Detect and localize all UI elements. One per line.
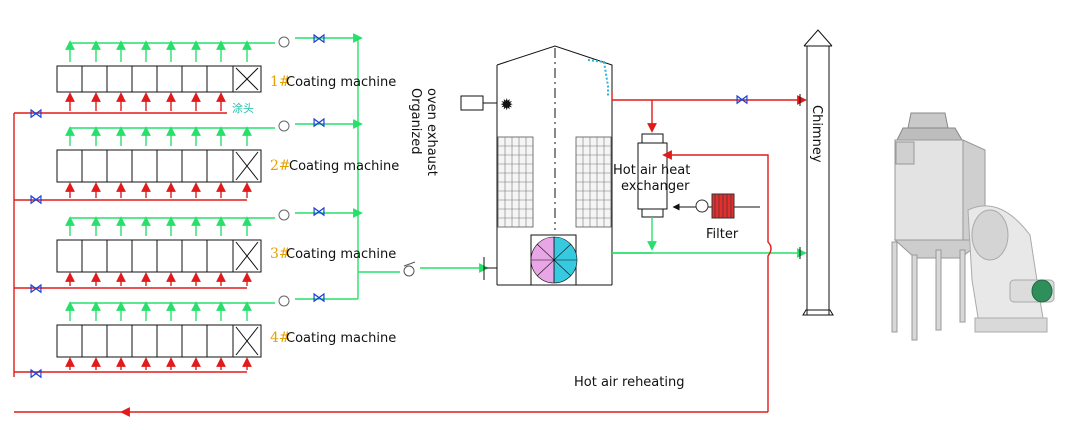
coating-machine-1: ⋈ 1# Coating machine 涂头 [56, 31, 396, 115]
fan-icon [278, 120, 290, 132]
valve-icon: ⋈ [735, 92, 749, 108]
machine-number: 3# [270, 246, 291, 262]
valve-icon: ⋈ [312, 204, 326, 220]
flame-icon: ✹ [500, 95, 513, 114]
ceramic-media [497, 136, 612, 228]
heat-exchanger-label: exchanger [621, 179, 690, 194]
fan-icon [278, 36, 290, 48]
machine-label: Coating machine [286, 331, 396, 346]
valve-icon: ⋈ [312, 290, 326, 306]
fan-icon [278, 209, 290, 221]
valve-icon: ⋈ [312, 115, 326, 131]
reheating-label: Hot air reheating [574, 375, 684, 390]
rotary-valve-wheel [530, 234, 578, 286]
machine-number: 4# [270, 330, 291, 346]
valve-icon: ⋈ [29, 192, 43, 208]
valve-icon: ⋈ [29, 366, 43, 382]
chimney: Chimney [799, 29, 834, 316]
chimney-label: Chimney [809, 105, 824, 163]
motor-icon [1031, 279, 1053, 303]
svg-text:Organized: Organized [408, 88, 423, 155]
burner-icon [460, 95, 484, 111]
coating-machine-4: ⋈ 4# Coating machine [56, 290, 396, 373]
fan-icon [695, 199, 709, 213]
valve-icon: ⋈ [29, 106, 43, 122]
valve-icon: ⋈ [29, 281, 43, 297]
valve-icon: ⋈ [312, 31, 326, 47]
equipment-illustration [891, 112, 1055, 341]
machine-label: Coating machine [286, 75, 396, 90]
fan-icon [278, 295, 290, 307]
coating-machine-3: ⋈ 3# Coating machine [56, 204, 396, 289]
oven-exhaust-label: Organized oven exhaust [408, 88, 439, 176]
heat-exchanger: ⋈ Hot air heat exchanger [611, 92, 807, 412]
exhaust-fan-icon [403, 261, 416, 277]
svg-text:oven exhaust: oven exhaust [424, 88, 439, 176]
filter-label: Filter [706, 227, 739, 242]
hot-air-supply-header: ⋈ ⋈ ⋈ ⋈ [13, 106, 768, 417]
rto-unit: ✹ [460, 45, 613, 286]
exhaust-network [357, 37, 489, 299]
coating-head-label: 涂头 [232, 101, 254, 115]
machine-label: Coating machine [286, 247, 396, 262]
coating-machine-2: ⋈ 2# Coating machine [56, 115, 399, 201]
machine-number: 2# [270, 158, 291, 174]
machine-label: Coating machine [289, 159, 399, 174]
heat-exchanger-label: Hot air heat [613, 163, 690, 178]
machine-number: 1# [270, 74, 291, 90]
fresh-air-filter: Filter [672, 193, 760, 242]
